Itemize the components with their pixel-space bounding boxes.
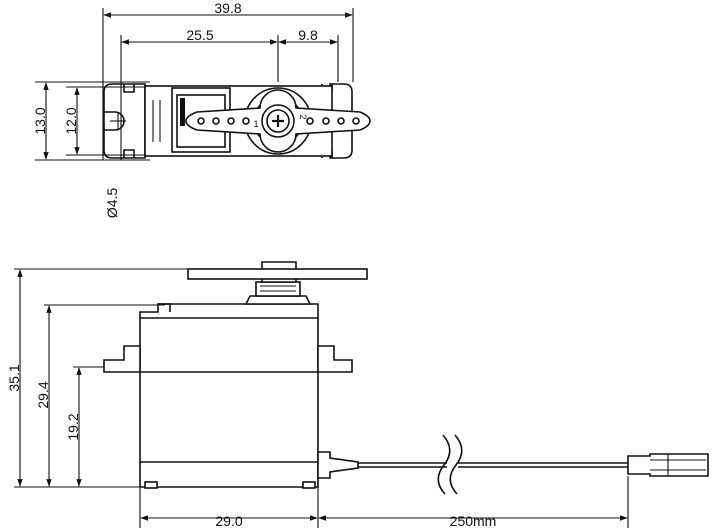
- output-spline: [255, 281, 301, 297]
- servo-horn-side: [187, 268, 368, 280]
- cable-break-symbol: [437, 434, 451, 495]
- right-mounting-ear: [317, 345, 353, 373]
- overall-width-label: 39.8: [214, 0, 241, 16]
- hole-diameter-label: Ø4.5: [104, 188, 120, 219]
- right-mounting-flange: [329, 83, 353, 159]
- body-width-label: 29.0: [215, 513, 242, 529]
- top-view: 39.8 25.5 9.8 13.0 12.0: [32, 0, 371, 219]
- overall-depth-label: 13.0: [32, 107, 48, 134]
- side-view: 35.1 29.4 19.2: [6, 261, 709, 529]
- center-to-end-label: 9.8: [298, 27, 318, 43]
- left-mounting-flange: [103, 83, 146, 159]
- horn-label-2: 2: [298, 114, 308, 119]
- cable-length-label: 250mm: [450, 513, 497, 529]
- total-height-label: 35.1: [6, 364, 22, 391]
- body-depth-label: 12.0: [63, 107, 79, 134]
- flange-bottom-height-label: 19.2: [65, 413, 81, 440]
- horn-label-1: 1: [253, 119, 258, 129]
- horn-screw-icon: [272, 115, 284, 127]
- cable-strain-relief: [317, 451, 359, 479]
- left-mounting-ear: [103, 345, 141, 373]
- hole-to-center-label: 25.5: [186, 27, 213, 43]
- flange-top-height-label: 29.4: [35, 381, 51, 408]
